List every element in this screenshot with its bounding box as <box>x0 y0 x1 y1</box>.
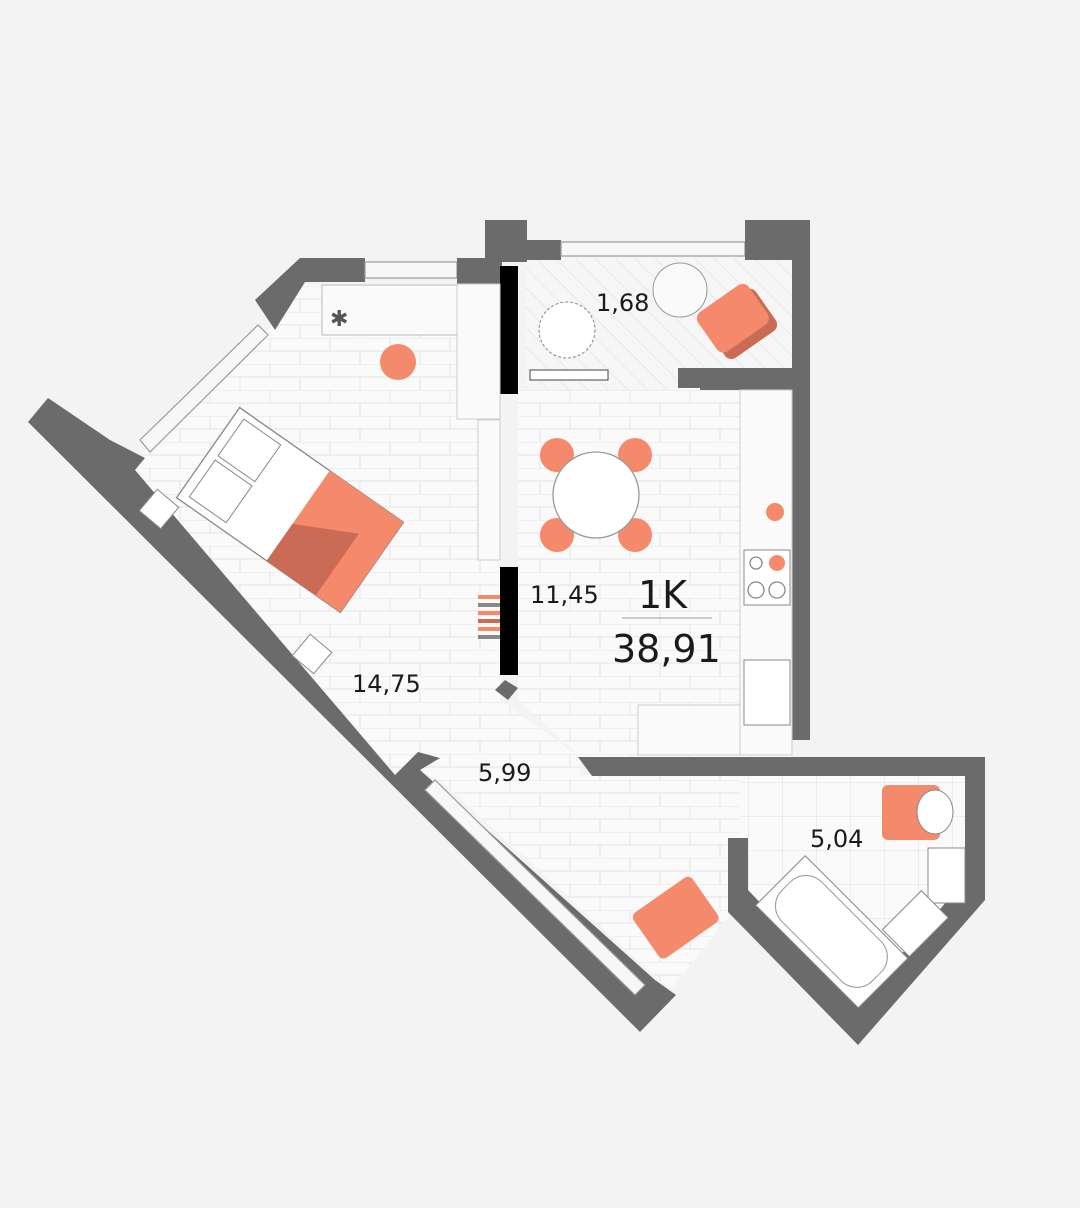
nightstand <box>138 488 180 530</box>
kettle <box>766 503 784 521</box>
window-bedroom-angled <box>139 324 269 453</box>
wall-balcony-top-left <box>525 240 561 260</box>
balcony-table <box>652 262 708 318</box>
desk <box>321 284 458 336</box>
bathtub <box>755 855 909 1009</box>
wall-balcony-bottom <box>678 368 792 390</box>
balcony-floor <box>525 258 792 390</box>
bed <box>175 406 405 614</box>
balcony-area: 1,68 <box>596 289 649 317</box>
balcony-door <box>529 369 609 381</box>
stove <box>743 549 791 606</box>
washing-machine <box>927 847 966 904</box>
washbasin <box>881 890 949 958</box>
dining-chairs <box>540 438 652 552</box>
rug <box>632 876 719 959</box>
window-hallway <box>424 779 646 996</box>
wall-corner-upper-left <box>255 258 365 330</box>
kitchen-area: 11,45 <box>530 581 599 609</box>
furniture: ✱ <box>138 262 966 1009</box>
apartment-type: 1K <box>638 573 688 617</box>
books <box>478 595 500 639</box>
partition-lower <box>500 567 518 675</box>
wall-right <box>792 220 810 740</box>
nightstand <box>291 633 333 675</box>
kitchen-cabinet <box>637 704 741 756</box>
partition-upper <box>500 266 518 394</box>
floors <box>125 258 967 1030</box>
bedroom-area: 14,75 <box>352 670 421 698</box>
column <box>485 220 527 262</box>
total-area: 38,91 <box>612 627 721 671</box>
walls <box>28 220 985 1045</box>
sink <box>743 659 791 726</box>
dining-table <box>552 451 640 539</box>
labels: 1,68 11,45 14,75 5,99 5,04 1K 38,91 <box>352 289 863 853</box>
window-bedroom-top <box>364 261 458 279</box>
armchair <box>696 283 778 360</box>
wardrobe <box>456 283 501 420</box>
bathroom-area: 5,04 <box>810 825 863 853</box>
plant <box>538 301 596 359</box>
plant-icon: ✱ <box>330 306 348 331</box>
wall-top-mid <box>457 258 502 284</box>
toilet <box>916 789 954 835</box>
wall-stub <box>495 680 518 700</box>
hallway-area: 5,99 <box>478 759 531 787</box>
window-balcony <box>560 241 746 257</box>
shelf <box>477 419 501 561</box>
chair <box>380 344 416 380</box>
